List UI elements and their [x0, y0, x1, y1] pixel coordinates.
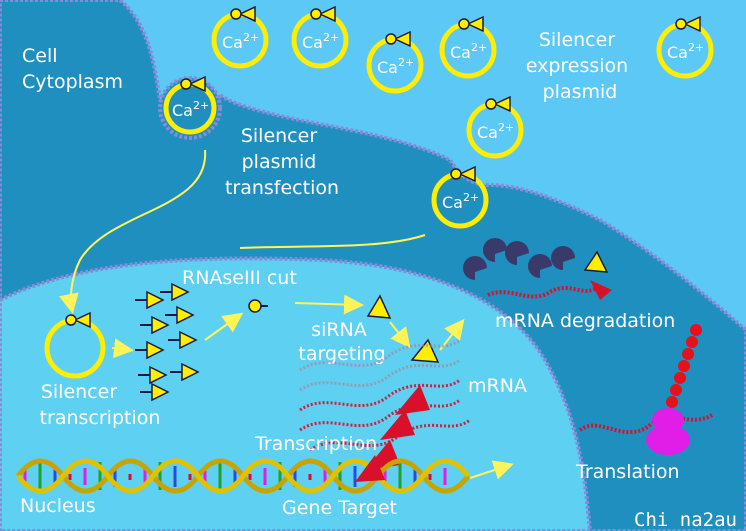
- calcium-plasmid-1: Ca2+: [211, 5, 269, 69]
- calcium-plasmid-endocytosing: Ca2+: [431, 165, 489, 229]
- exonucleases: [463, 238, 575, 280]
- nascent-protein: [666, 324, 702, 408]
- risc-complex: [410, 338, 440, 363]
- sirna-arrow: [294, 294, 364, 315]
- svg-text:Ca2+: Ca2+: [222, 31, 259, 52]
- svg-text:Ca2+: Ca2+: [377, 56, 414, 77]
- endocytosis-line: [239, 234, 426, 249]
- svg-text:Ca2+: Ca2+: [450, 41, 487, 62]
- dna-double-helix: [16, 458, 470, 494]
- rnaseiii-arrow: [204, 312, 244, 341]
- calcium-plasmid-6: Ca2+: [466, 95, 524, 159]
- mrna-transcripts-faded: [299, 338, 461, 392]
- label-gene-target: Gene Target: [282, 497, 397, 519]
- label-sirna-targeting: siRNA targeting: [298, 319, 385, 365]
- watermark: Chi na2au: [634, 509, 737, 531]
- svg-text:Ca2+: Ca2+: [302, 31, 339, 52]
- calcium-plasmid-4: Ca2+: [439, 15, 497, 79]
- label-silencer-expression-plasmid: Silencer expression plasmid: [526, 29, 635, 103]
- dicer-product: [248, 299, 268, 313]
- label-silencer-plasmid-transfection: Silencer plasmid transfection: [225, 125, 339, 199]
- svg-text:Ca2+: Ca2+: [477, 121, 514, 142]
- calcium-plasmid-vesicle: Ca2+: [158, 75, 222, 140]
- sirna: [366, 294, 392, 319]
- targeting-arrow: [389, 321, 411, 349]
- label-silencer-transcription: Silencer transcription: [40, 381, 161, 429]
- calcium-plasmid-2: Ca2+: [291, 5, 349, 69]
- sirna-on-mrna: [583, 250, 609, 273]
- cytoplasmic-mrna: [578, 413, 714, 435]
- gene-target-marker: [355, 455, 385, 482]
- label-transcription: Transcription: [254, 433, 377, 455]
- svg-text:Ca2+: Ca2+: [667, 41, 704, 62]
- calcium-plasmid-5: Ca2+: [656, 15, 714, 79]
- calcium-plasmid-3: Ca2+: [366, 30, 424, 94]
- ribosome: [646, 408, 690, 455]
- transcription-arrow: [111, 338, 134, 359]
- label-nucleus: Nucleus: [20, 495, 96, 517]
- shrna-hairpins: [135, 282, 200, 402]
- label-rnaseiii-cut: RNAseIII cut: [182, 267, 297, 289]
- degrading-mrna: [487, 283, 602, 299]
- expression-arrow: [469, 460, 514, 480]
- silencer-plasmid-nuclear: [44, 311, 106, 379]
- label-mrna-degradation: mRNA degradation: [495, 310, 675, 332]
- cleavage-marker: [590, 280, 612, 300]
- transfection-arrow: [59, 149, 207, 314]
- svg-text:Ca2+: Ca2+: [172, 99, 209, 120]
- label-mrna: mRNA: [468, 375, 527, 397]
- label-translation: Translation: [575, 461, 680, 483]
- svg-text:Ca2+: Ca2+: [442, 191, 479, 212]
- label-cell-cytoplasm: Cell Cytoplasm: [22, 45, 123, 93]
